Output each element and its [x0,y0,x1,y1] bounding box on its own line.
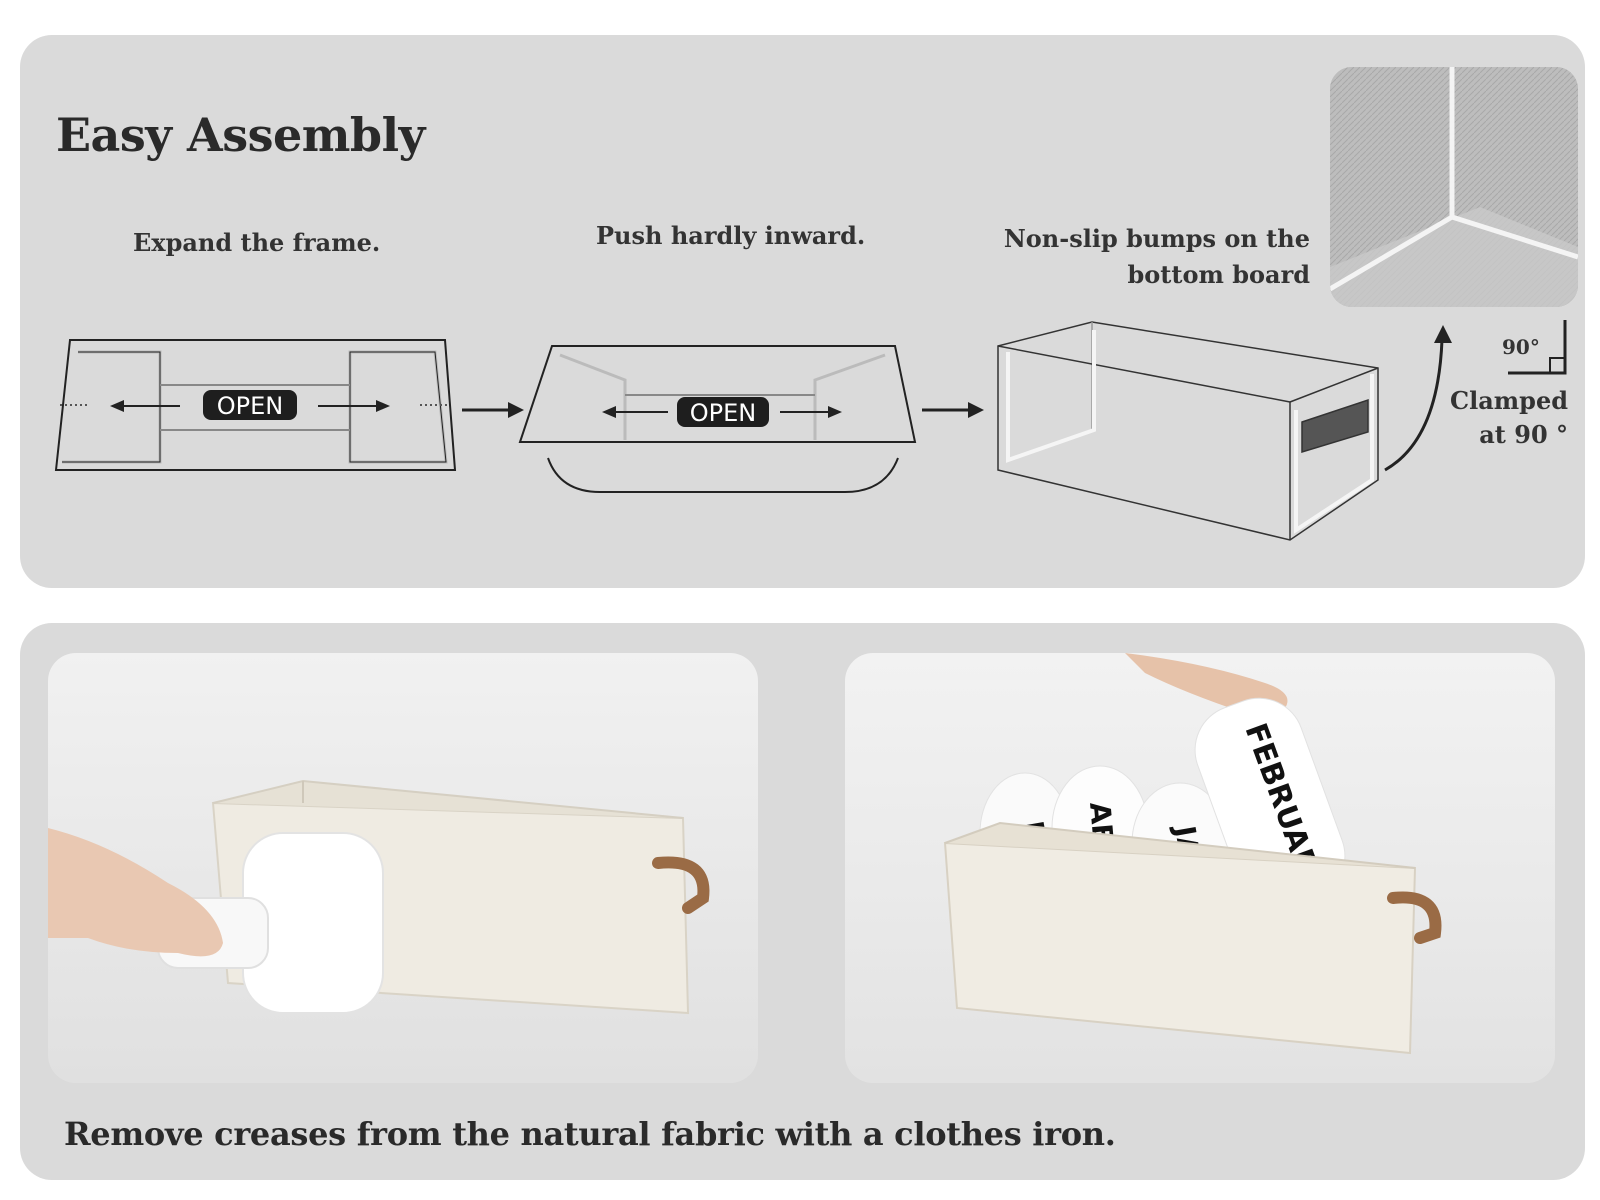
towels-photo: FEBRUARY ABER JA RY [845,653,1555,1083]
corner-closeup-photo [1330,67,1578,307]
step-1-open-text: OPEN [217,392,283,420]
step-3-label-line1: Non-slip bumps on the [1003,224,1310,253]
towels-photo-art: FEBRUARY ABER JA RY [943,653,1442,1055]
step-3-label: Non-slip bumps on the bottom board [980,221,1310,293]
clamp-label-line2: at 90 ° [1479,420,1568,449]
iron-photo-art [48,779,710,1015]
arrow-step-2-to-3-icon [922,402,984,418]
clamp-label-line1: Clamped [1450,386,1568,415]
step-2-label: Push hardly inward. [596,221,866,250]
page-title: Easy Assembly [56,108,425,162]
step-3-box-diagram [997,321,1379,541]
step-2-open-badge: OPEN [602,397,842,427]
degree-mark: 90° [1502,335,1540,359]
iron-photo [48,653,758,1083]
step-1-label: Expand the frame. [133,228,381,257]
arrow-step-1-to-2-icon [462,402,524,418]
step-2-open-text: OPEN [690,399,756,427]
step-1-frame-diagram [54,339,457,471]
step-1-open-badge: OPEN [110,390,390,420]
right-angle-icon [1508,320,1567,375]
corner-closeup-art [1330,67,1578,307]
step-3-label-line2: bottom board [1127,260,1310,289]
clamp-label: Clamped at 90 ° [1448,384,1568,452]
caption-text: Remove creases from the natural fabric w… [64,1115,1116,1153]
curved-arrow-icon [1384,325,1452,472]
step-2-frame-diagram [518,345,917,493]
assembly-panel [20,35,1585,588]
